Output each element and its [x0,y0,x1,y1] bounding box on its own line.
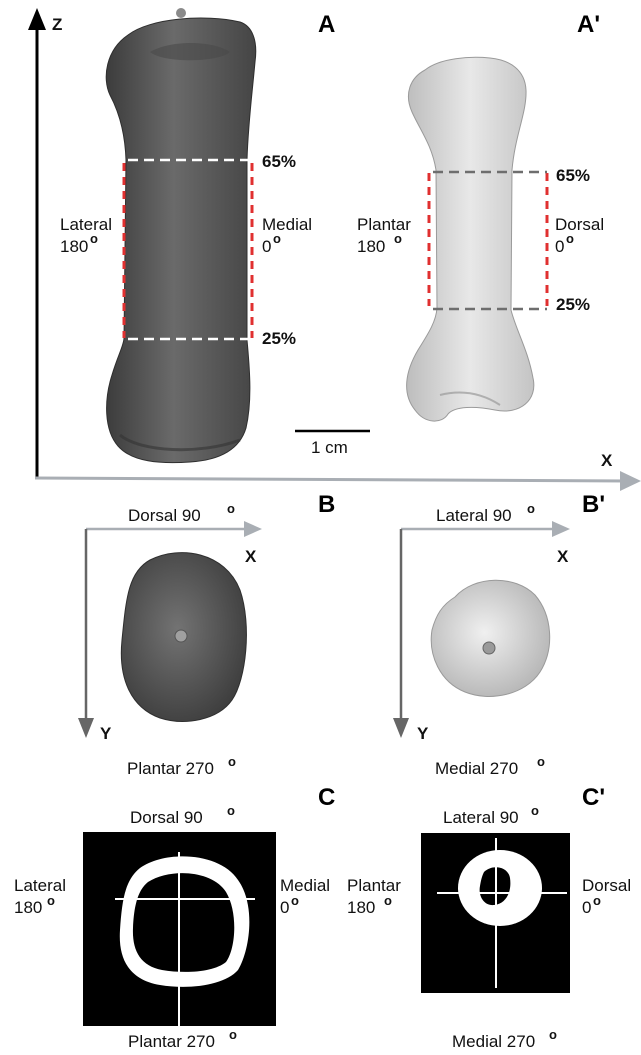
x-axis [35,471,641,491]
panel-a-prime-25-percent: 25% [556,295,590,314]
panel-c-right-angle: 0 [280,898,289,917]
panel-a-right-label: Medial [262,215,312,234]
panel-label-c: C [318,784,335,811]
panel-a-25-percent: 25% [262,329,296,348]
panel-c-right-label: Medial [280,876,330,895]
panel-label-b-prime: B' [582,491,605,518]
degree-sign: o [531,803,539,818]
degree-sign: o [227,803,235,818]
panel-a-right-angle: 0 [262,237,271,256]
degree-sign: o [47,893,55,908]
panel-a-prime-left-label: Plantar [357,215,411,234]
panel-c-prime-top-label: Lateral 90 [443,808,519,827]
degree-sign: o [229,1027,237,1042]
cross-section-c [83,832,276,1026]
panel-c-prime-right-label: Dorsal [582,876,631,895]
panel-label-a-prime: A' [577,11,600,38]
panel-c-left-angle: 180 [14,898,42,917]
panel-b-y-label: Y [100,724,112,743]
scale-bar-label: 1 cm [311,438,348,457]
panel-b-bottom-label: Plantar 270 [127,759,214,778]
degree-sign: o [384,893,392,908]
panel-a-left-angle: 180 [60,237,88,256]
bone-b-cross-section-view [121,553,246,722]
panel-c-prime-left-angle: 180 [347,898,375,917]
degree-sign: o [273,231,281,246]
panel-a-prime-left-angle: 180 [357,237,385,256]
cross-section-c-prime [421,833,570,993]
z-axis [28,8,46,478]
degree-sign: o [227,501,235,516]
panel-b-prime-y-label: Y [417,724,429,743]
panel-label-c-prime: C' [582,784,605,811]
degree-sign: o [291,893,299,908]
x-axis-label: X [601,451,613,470]
degree-sign: o [90,231,98,246]
degree-sign: o [566,231,574,246]
degree-sign: o [537,754,545,769]
panel-a-prime-65-percent: 65% [556,166,590,185]
panel-a-prime-right-label: Dorsal [555,215,604,234]
panel-c-prime-bottom-label: Medial 270 [452,1032,535,1051]
panel-label-b: B [318,491,335,518]
panel-b-top-label: Dorsal 90 [128,506,201,525]
degree-sign: o [394,231,402,246]
panel-b-prime-bottom-label: Medial 270 [435,759,518,778]
bone-b-prime-cross-section-view [431,580,549,696]
panel-c-prime-left-label: Plantar [347,876,401,895]
panel-a-left-label: Lateral [60,215,112,234]
panel-c-left-label: Lateral [14,876,66,895]
panel-a-prime-right-angle: 0 [555,237,564,256]
z-axis-label: Z [52,15,62,34]
panel-a-65-percent: 65% [262,152,296,171]
degree-sign: o [527,501,535,516]
degree-sign: o [549,1027,557,1042]
panel-c-top-label: Dorsal 90 [130,808,203,827]
panel-b-x-label: X [245,547,257,566]
panel-b-prime-x-label: X [557,547,569,566]
degree-sign: o [593,893,601,908]
panel-c-prime-right-angle: 0 [582,898,591,917]
bone-a-long-view [106,8,256,463]
panel-label-a: A [318,11,335,38]
panel-b-prime-top-label: Lateral 90 [436,506,512,525]
panel-c-bottom-label: Plantar 270 [128,1032,215,1051]
bone-a-prime-long-view [407,57,534,421]
degree-sign: o [228,754,236,769]
